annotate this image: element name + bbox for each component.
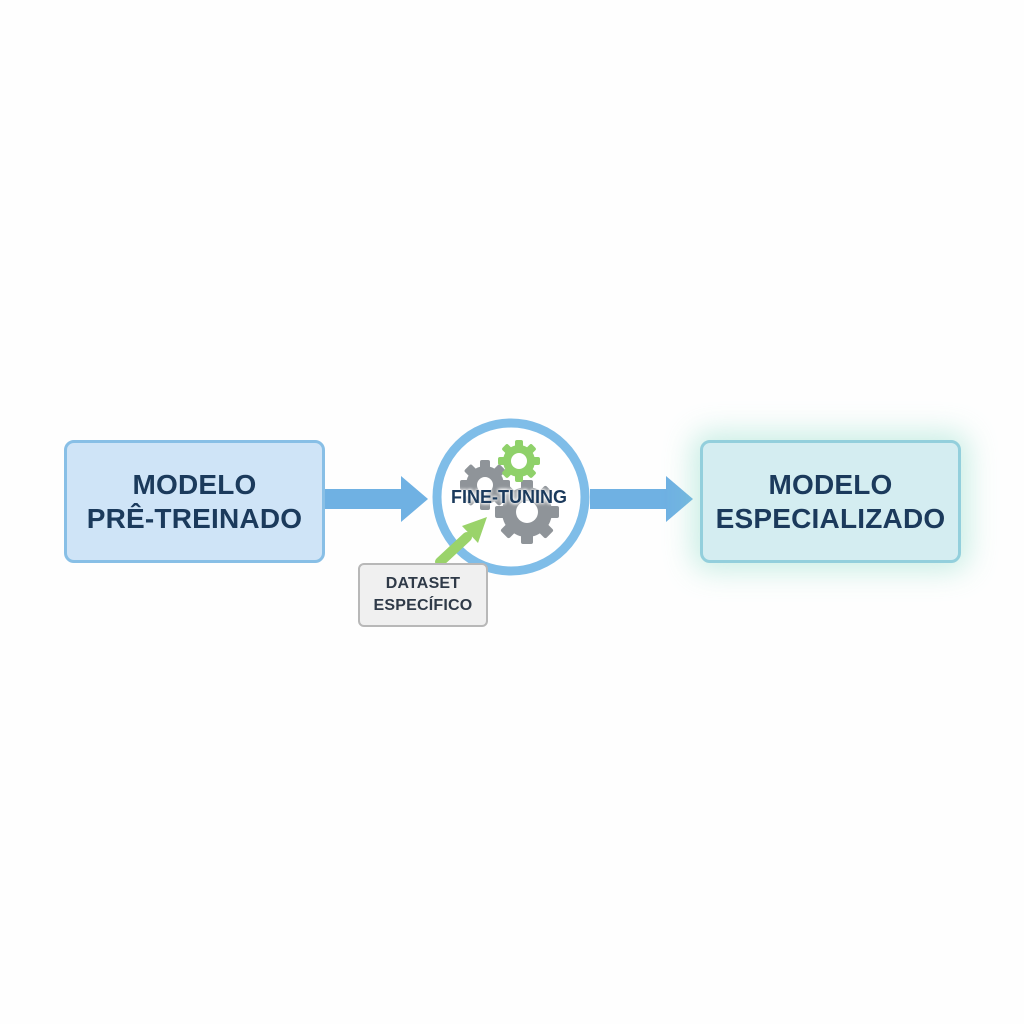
specialized-model-label-line1: MODELO (768, 468, 893, 500)
dataset-box: DATASET ESPECÍFICO (358, 563, 488, 627)
fine-tuning-label: FINE-TUNING (451, 487, 567, 507)
arrow-pretrained-to-finetuning (325, 476, 428, 522)
specialized-model-label-line2: ESPECIALIZADO (715, 502, 946, 534)
arrow-finetuning-to-specialized (590, 476, 693, 522)
arrow-dataset-to-finetuning (435, 517, 487, 567)
gear-gray-icon (460, 460, 510, 510)
gear-green-icon (498, 440, 540, 482)
pretrained-model-label-line2: PRÊ-TREINADO (86, 502, 303, 534)
specialized-model-box: MODELO ESPECIALIZADO (700, 440, 961, 563)
pretrained-model-box: MODELO PRÊ-TREINADO (64, 440, 325, 563)
pretrained-model-label-line1: MODELO (132, 468, 257, 500)
dataset-label-line2: ESPECÍFICO (373, 597, 473, 614)
dataset-label-line1: DATASET (385, 575, 461, 592)
gear-gray-large-icon (495, 480, 559, 544)
